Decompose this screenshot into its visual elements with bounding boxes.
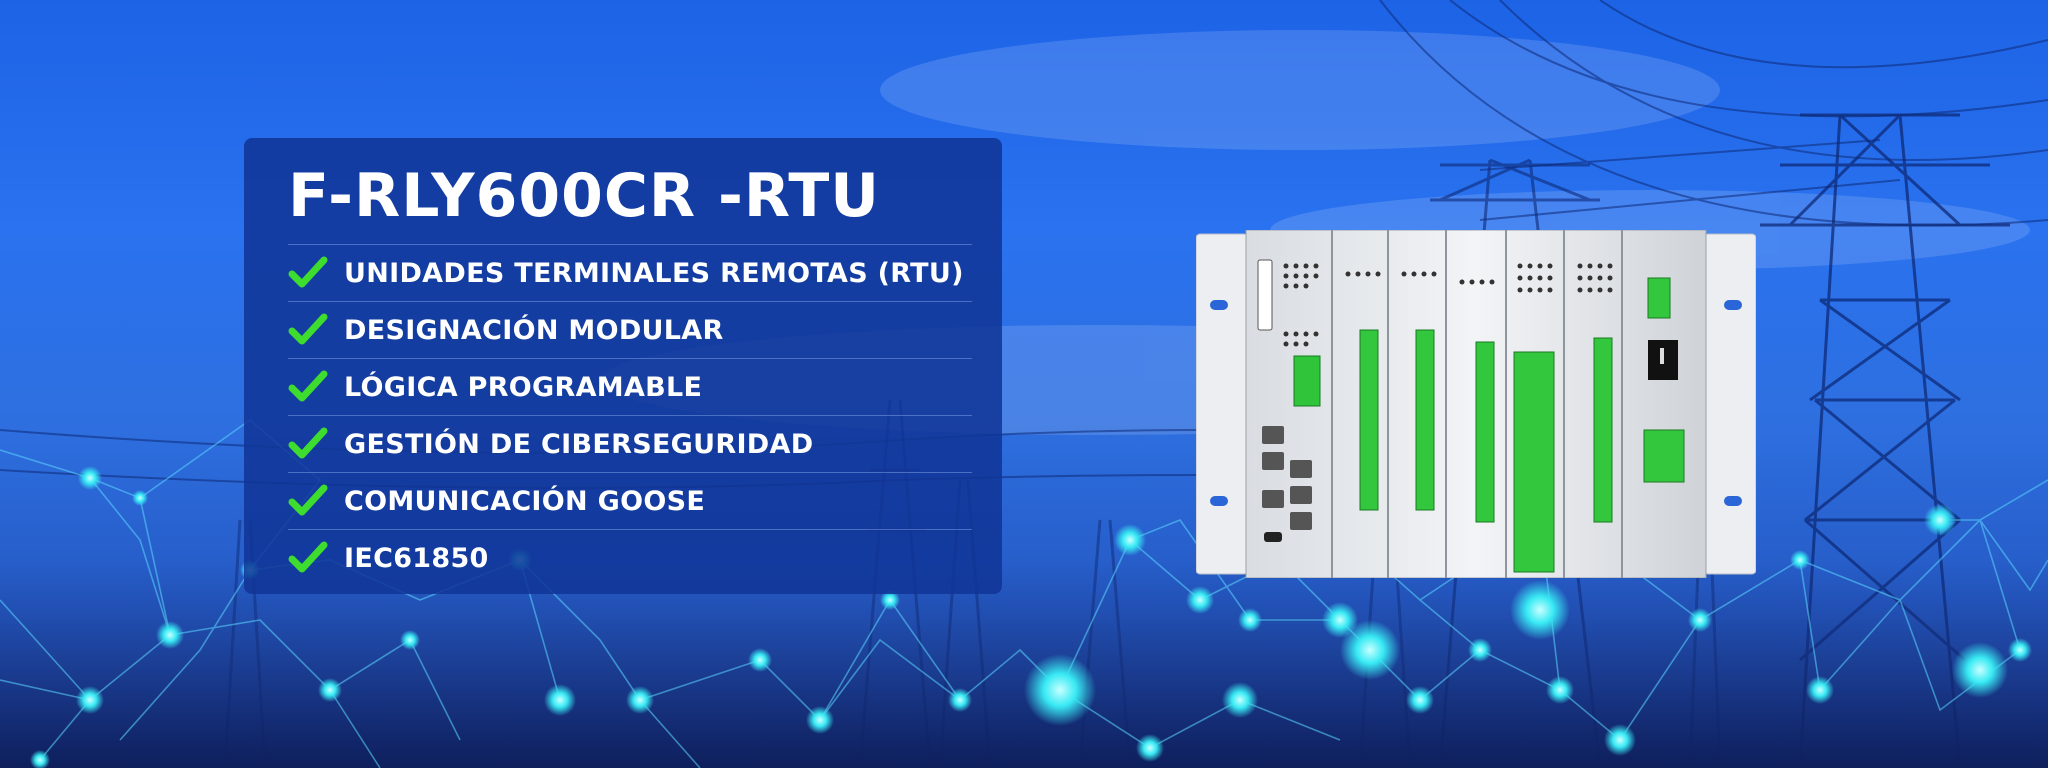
feature-item: UNIDADES TERMINALES REMOTAS (RTU): [288, 244, 972, 301]
mounting-ear-right: [1703, 233, 1756, 575]
rtu-device-image: [1196, 230, 1756, 578]
check-icon: [288, 370, 328, 402]
feature-item: LÓGICA PROGRAMABLE: [288, 358, 972, 415]
feature-item: IEC61850: [288, 529, 972, 586]
check-icon: [288, 256, 328, 288]
check-icon: [288, 313, 328, 345]
check-icon: [288, 484, 328, 516]
mounting-ear-left: [1196, 233, 1249, 575]
product-title: F-RLY600CR -RTU: [288, 161, 881, 231]
check-icon: [288, 427, 328, 459]
feature-list: UNIDADES TERMINALES REMOTAS (RTU) DESIGN…: [288, 244, 972, 586]
feature-label: LÓGICA PROGRAMABLE: [344, 371, 703, 403]
ground-haze: [0, 560, 2048, 768]
feature-label: GESTIÓN DE CIBERSEGURIDAD: [344, 428, 814, 460]
feature-item: DESIGNACIÓN MODULAR: [288, 301, 972, 358]
check-icon: [288, 541, 328, 573]
feature-label: COMUNICACIÓN GOOSE: [344, 485, 706, 517]
feature-item: COMUNICACIÓN GOOSE: [288, 472, 972, 529]
feature-panel: F-RLY600CR -RTU UNIDADES TERMINALES REMO…: [244, 138, 1002, 594]
feature-label: IEC61850: [344, 542, 489, 574]
feature-label: DESIGNACIÓN MODULAR: [344, 314, 724, 346]
feature-item: GESTIÓN DE CIBERSEGURIDAD: [288, 415, 972, 472]
feature-label: UNIDADES TERMINALES REMOTAS (RTU): [344, 257, 964, 289]
